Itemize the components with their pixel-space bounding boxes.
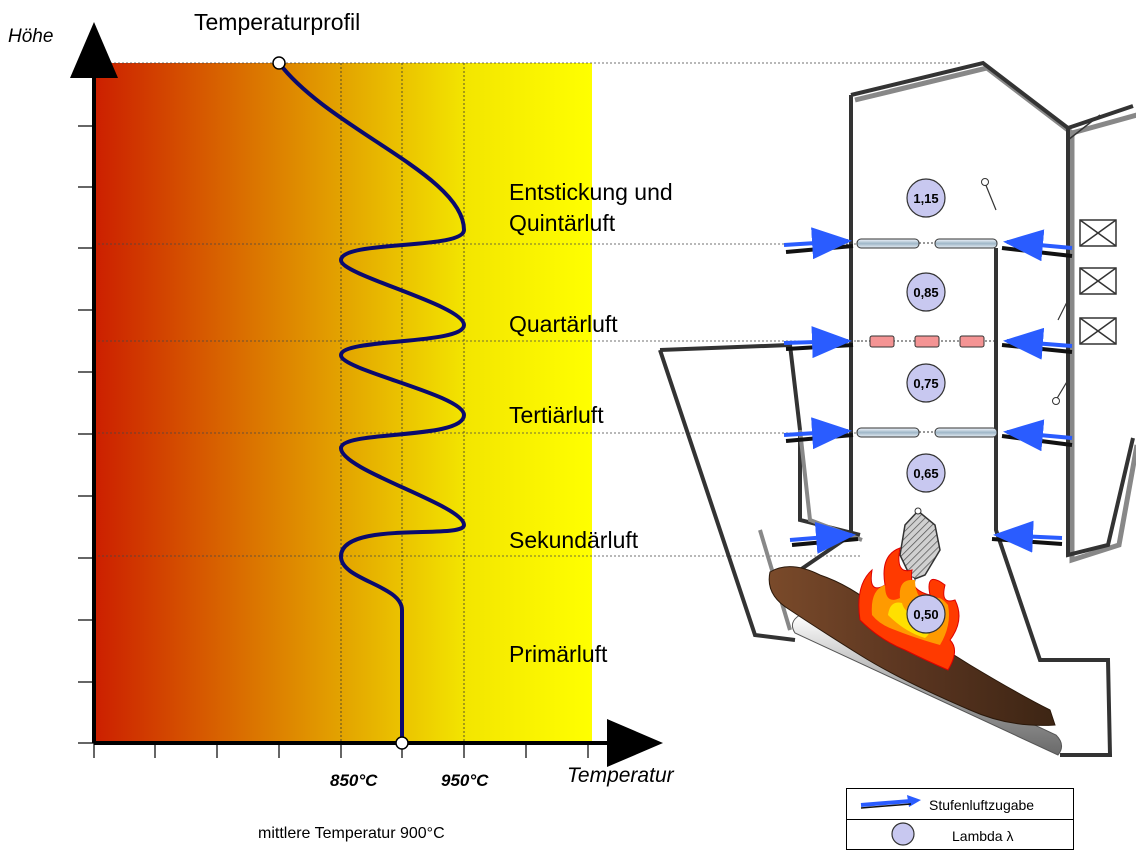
- lambda-value-5: 0,50: [913, 607, 938, 622]
- zone-label-quintaer-line1: Entstickung und: [509, 179, 673, 205]
- legend: Stufenluftzugabe Lambda λ: [846, 788, 1074, 850]
- lambda-circle-4: [906, 453, 946, 493]
- zone-lines: [94, 62, 960, 557]
- zone-label-quartaer: Quartärluft: [509, 311, 618, 337]
- curve-start-marker: [395, 736, 409, 750]
- legend-air-staging-label: Stufenluftzugabe: [929, 797, 1035, 813]
- y-axis-label: Höhe: [8, 26, 53, 47]
- zone-label-primaer: Primärluft: [509, 641, 608, 667]
- lambda-value-4: 0,65: [913, 466, 938, 481]
- lambda-circle-icon: [891, 822, 915, 846]
- legend-row-lambda: Lambda λ: [847, 820, 1073, 850]
- lambda-markers: 1,15 0,85 0,75 0,65 0,50: [906, 178, 946, 634]
- air-staging-arrows: [783, 227, 1073, 554]
- temp-850-label: 850°C: [330, 771, 378, 790]
- temp-950-label: 950°C: [441, 771, 489, 790]
- lambda-circle-5: [906, 594, 946, 634]
- lambda-circle-2: [906, 272, 946, 312]
- x-axis-label: Temperatur: [567, 764, 675, 787]
- zone-label-sekundaer: Sekundärluft: [509, 527, 639, 553]
- arrow-icon: [860, 795, 921, 809]
- air-nozzles: [856, 238, 998, 438]
- axes: [70, 22, 663, 767]
- heat-exchanger-boxes: [1079, 219, 1117, 345]
- zone-label-quintaer-line2: Quintärluft: [509, 210, 616, 236]
- curve-end-marker: [272, 56, 286, 70]
- burner-element: [899, 509, 941, 581]
- temperature-reference-lines: [340, 63, 465, 743]
- legend-lambda-label: Lambda λ: [952, 828, 1014, 844]
- temperature-profile-curve: [277, 61, 467, 743]
- lambda-circle-1: [906, 178, 946, 218]
- mean-temperature-label: mittlere Temperatur 900°C: [258, 825, 445, 842]
- lambda-circle-3: [906, 363, 946, 403]
- lambda-value-1: 1,15: [913, 191, 938, 206]
- lambda-value-3: 0,75: [913, 376, 938, 391]
- zone-label-tertiaer: Tertiärluft: [509, 402, 604, 428]
- lambda-value-2: 0,85: [913, 285, 938, 300]
- profile-title: Temperaturprofil: [194, 9, 360, 35]
- legend-row-air-staging: Stufenluftzugabe: [847, 789, 1073, 820]
- temperature-gradient-area: [94, 63, 592, 743]
